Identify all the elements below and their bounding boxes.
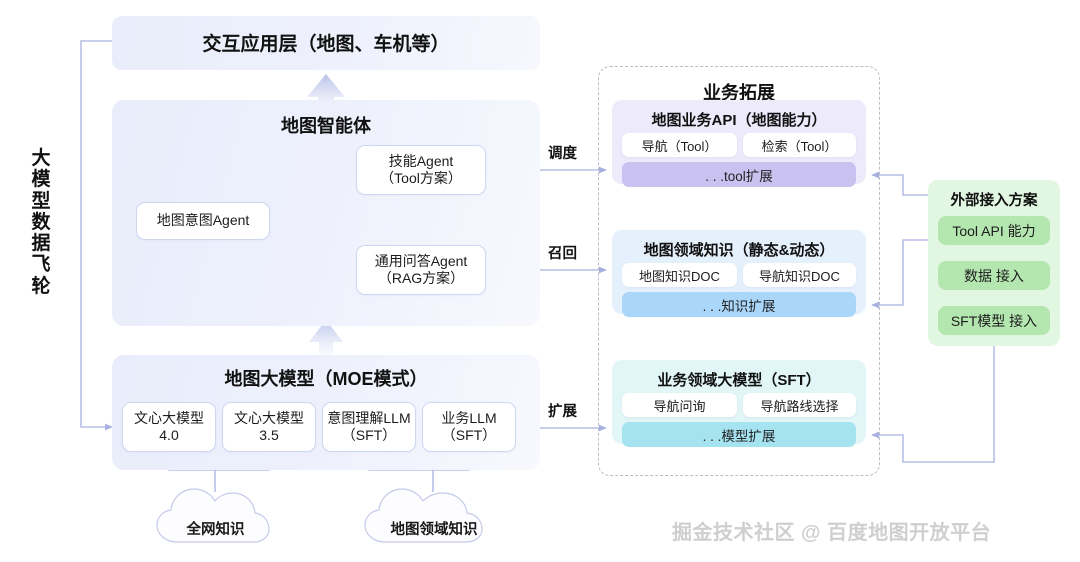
node-llm-3-line1: 业务LLM (441, 409, 497, 426)
app-layer-panel: 交互应用层（地图、车机等） (112, 16, 540, 70)
node-llm-0-line1: 文心大模型 (134, 409, 204, 426)
external-access-panel: 外部接入方案 Tool API 能力 数据 接入 SFT模型 接入 (928, 180, 1060, 346)
flywheel-label: 大模型数据飞轮 (31, 148, 51, 297)
api-chip-search[interactable]: 检索（Tool） (743, 133, 856, 157)
business-domain-sft-card: 业务领域大模型（SFT） 导航问询 导航路线选择 . . .模型扩展 (612, 360, 866, 447)
node-skill-agent-line2: （Tool方案） (380, 170, 462, 186)
node-llm-1-line2: 3.5 (259, 427, 279, 443)
node-skill-agent-line1: 技能Agent (388, 152, 454, 169)
knowledge-extension-bar[interactable]: . . .知识扩展 (622, 292, 856, 317)
map-domain-knowledge-title: 地图领域知识（静态&动态） (643, 242, 835, 259)
cloud-shape-1 (364, 488, 483, 543)
external-access-title: 外部接入方案 (950, 193, 1038, 209)
node-llm-2[interactable]: 意图理解LLM （SFT） (322, 402, 416, 452)
map-domain-knowledge-card: 地图领域知识（静态&动态） 地图知识DOC 导航知识DOC . . .知识扩展 (612, 230, 866, 317)
sft-chip-nav-query[interactable]: 导航问询 (622, 393, 737, 417)
node-llm-0-line2: 4.0 (159, 427, 179, 443)
app-layer-title: 交互应用层（地图、车机等） (202, 34, 450, 55)
node-llm-0[interactable]: 文心大模型 4.0 (122, 402, 216, 452)
map-business-api-title: 地图业务API（地图能力） (651, 112, 827, 129)
sft-chip-route-selection[interactable]: 导航路线选择 (743, 393, 856, 417)
api-chip-navigation[interactable]: 导航（Tool） (622, 133, 737, 157)
node-qa-agent-line2: （RAG方案） (377, 270, 465, 286)
wire-label-dispatch: 调度 (548, 146, 577, 162)
cloud-label-web-knowledge: 全网知识 (186, 522, 245, 538)
node-qa-agent[interactable]: 通用问答Agent （RAG方案） (356, 245, 486, 295)
block-arrow-up-app (307, 74, 345, 118)
watermark: 掘金技术社区 @ 百度地图开放平台 (672, 522, 992, 544)
node-llm-2-line1: 意图理解LLM (327, 409, 411, 426)
api-extension-bar[interactable]: . . .tool扩展 (622, 162, 856, 187)
wire-label-recall: 召回 (548, 246, 577, 262)
node-qa-agent-line1: 通用问答Agent (374, 252, 468, 269)
node-intent-agent[interactable]: 地图意图Agent (136, 202, 270, 240)
block-arrow-up-agent (309, 320, 343, 360)
external-chip-tool-api[interactable]: Tool API 能力 (938, 216, 1050, 245)
cloud-label-map-domain-knowledge: 地图领域知识 (390, 522, 478, 538)
node-intent-agent-label: 地图意图Agent (156, 212, 250, 229)
cloud-shape-0 (156, 488, 270, 543)
sft-extension-bar[interactable]: . . .模型扩展 (622, 422, 856, 447)
node-llm-3[interactable]: 业务LLM （SFT） (422, 402, 516, 452)
business-expansion-title: 业务拓展 (703, 83, 775, 103)
node-llm-1-line1: 文心大模型 (234, 409, 304, 426)
business-expansion-panel: 业务拓展 (598, 66, 880, 476)
external-chip-sft-model-access[interactable]: SFT模型 接入 (938, 306, 1050, 335)
agent-panel-title: 地图智能体 (281, 116, 371, 136)
node-llm-2-line2: （SFT） (341, 427, 397, 443)
knowledge-chip-nav-doc[interactable]: 导航知识DOC (743, 263, 856, 287)
knowledge-chip-map-doc[interactable]: 地图知识DOC (622, 263, 737, 287)
node-llm-3-line2: （SFT） (441, 427, 497, 443)
external-chip-data-access[interactable]: 数据 接入 (938, 261, 1050, 290)
wire-label-expand: 扩展 (548, 404, 577, 420)
moe-panel-title: 地图大模型（MOE模式） (224, 369, 428, 389)
business-domain-sft-title: 业务领域大模型（SFT） (657, 372, 821, 389)
map-business-api-card: 地图业务API（地图能力） 导航（Tool） 检索（Tool） . . .too… (612, 100, 866, 187)
node-llm-1[interactable]: 文心大模型 3.5 (222, 402, 316, 452)
node-skill-agent[interactable]: 技能Agent （Tool方案） (356, 145, 486, 195)
